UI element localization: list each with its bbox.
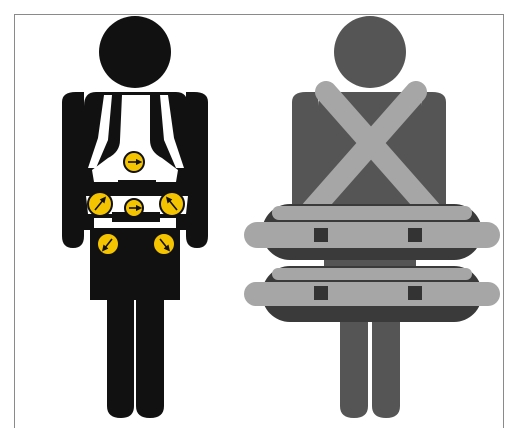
right-hip-adjuster-icon xyxy=(160,192,184,216)
right-leg-adjuster-icon xyxy=(153,233,175,255)
chest-adjuster-icon xyxy=(124,152,144,172)
lower-wrap-band xyxy=(244,266,500,322)
left-figure-head xyxy=(99,16,171,88)
center-hip-adjuster-icon xyxy=(125,199,143,217)
upper-left-buckle xyxy=(314,228,328,242)
lower-left-buckle xyxy=(314,286,328,300)
improper-harness-figure xyxy=(244,16,500,418)
left-figure-right-arm xyxy=(186,92,208,248)
right-figure-head xyxy=(334,16,406,88)
lower-right-buckle xyxy=(408,286,422,300)
upper-right-buckle xyxy=(408,228,422,242)
proper-harness-figure xyxy=(62,16,208,418)
left-hip-adjuster-icon xyxy=(88,192,112,216)
left-harness-center-block xyxy=(118,180,156,196)
upper-wrap-band xyxy=(244,204,500,260)
left-leg-adjuster-icon xyxy=(97,233,119,255)
left-figure-left-arm xyxy=(62,92,84,248)
